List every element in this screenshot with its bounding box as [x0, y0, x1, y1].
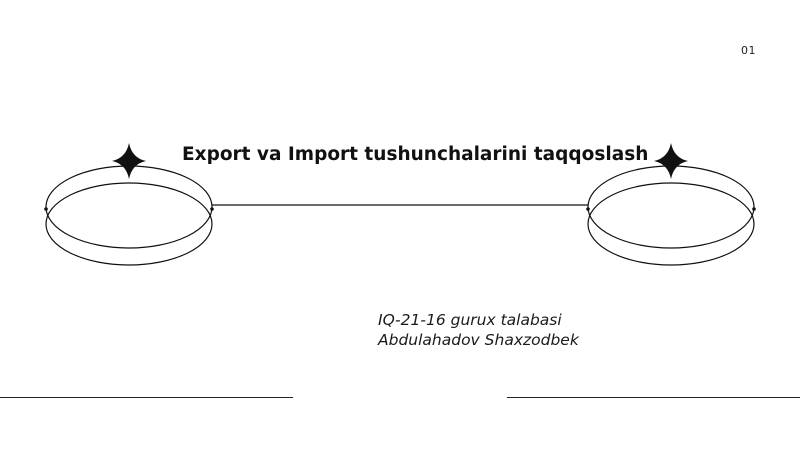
subtitle-line-name: Abdulahadov Shaxzodbek — [378, 331, 579, 349]
four-point-star-icon — [112, 143, 146, 179]
right-ring — [586, 165, 756, 266]
slide-title: Export va Import tushunchalarini taqqosl… — [182, 144, 649, 165]
four-point-star-icon — [654, 143, 688, 179]
subtitle-line-group: IQ-21-16 gurux talabasi — [378, 311, 562, 329]
slide-number: 01 — [741, 44, 756, 57]
slide-subtitle: IQ-21-16 gurux talabasi Abdulahadov Shax… — [378, 310, 579, 350]
left-ring — [44, 165, 214, 266]
bottom-rule-right — [507, 397, 800, 398]
bottom-rule-left — [0, 397, 293, 398]
